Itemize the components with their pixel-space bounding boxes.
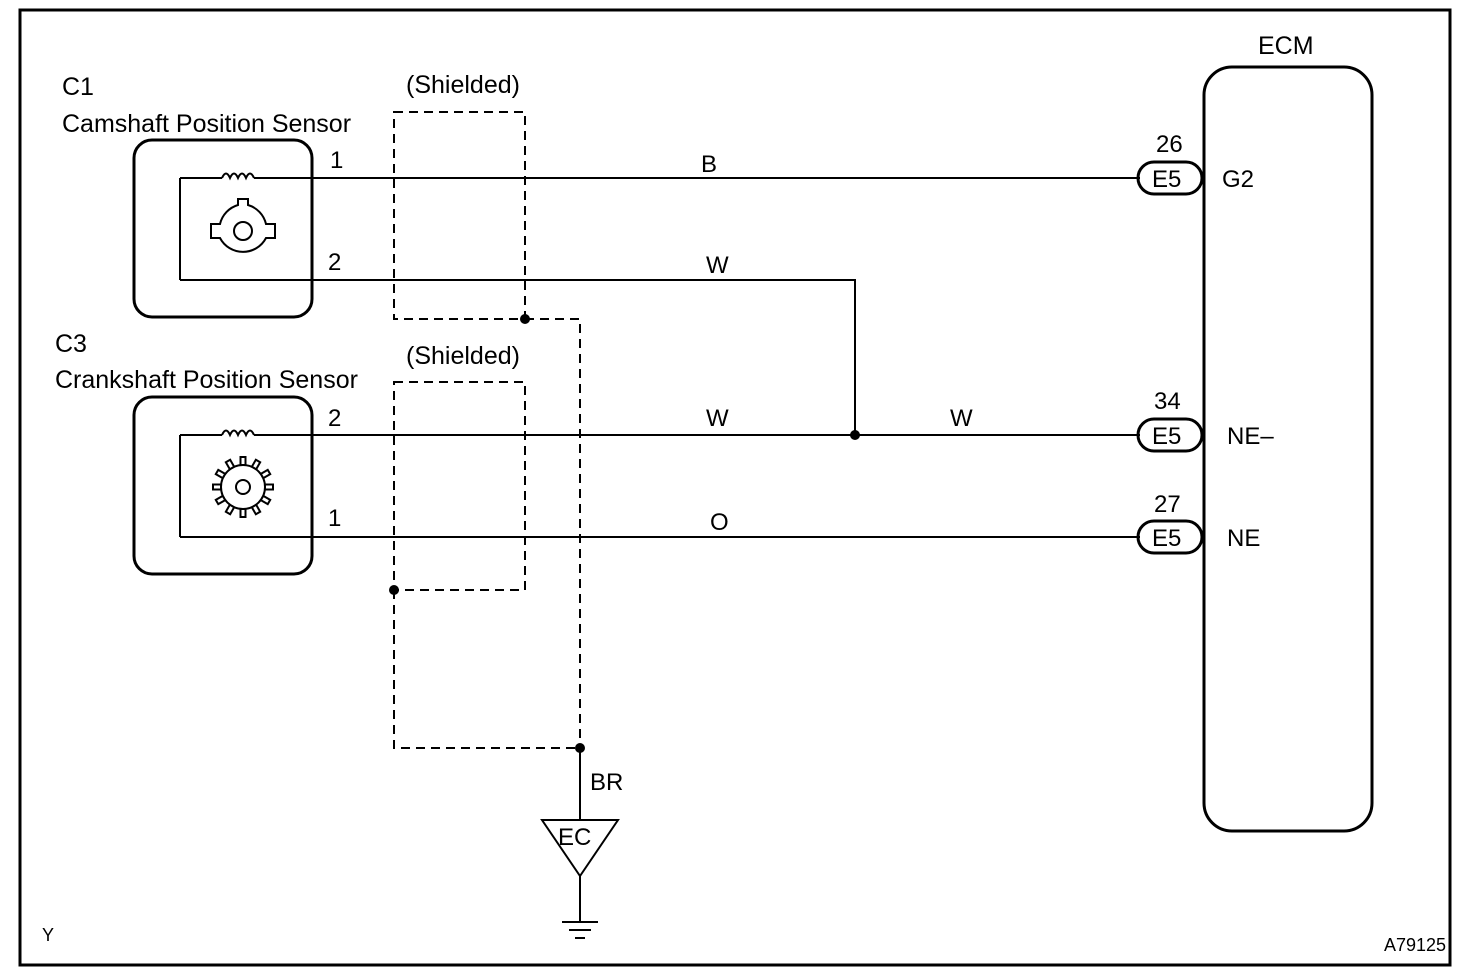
cam-rotor-icon — [210, 198, 276, 253]
rotor-tooth — [259, 468, 272, 480]
crank-timing-rotor-icon — [212, 456, 274, 518]
rotor-tooth — [239, 508, 247, 518]
wire-color-crank-signal: O — [710, 509, 729, 536]
crank-pin-1: 1 — [328, 505, 341, 532]
ground-point-label: EC — [558, 824, 591, 851]
cam-shield — [393, 111, 526, 320]
rotor-tooth — [212, 483, 222, 491]
connector-e5-badge — [1136, 519, 1204, 555]
corner-letter: Y — [42, 925, 54, 945]
cam-shield-label: (Shielded) — [406, 71, 520, 99]
wire-color-cam-signal: B — [701, 151, 717, 178]
terminal-signal-name: G2 — [1222, 166, 1254, 193]
rotor-tooth — [214, 468, 227, 480]
terminal-pin-number: 27 — [1154, 491, 1181, 518]
terminal-connector: E5 — [1152, 166, 1181, 193]
ground-point-triangle — [540, 819, 620, 878]
wire-color-ground: BR — [590, 769, 623, 796]
cam-sensor-name: Camshaft Position Sensor — [62, 110, 351, 138]
ecm-terminal: 27 E5 NE — [1136, 491, 1260, 555]
crank-sensor-name: Crankshaft Position Sensor — [55, 366, 358, 394]
cam-shield-junction — [520, 314, 530, 324]
wire-color-crank-return: W — [706, 405, 729, 432]
rotor-tooth — [239, 456, 247, 466]
crank-shield — [393, 381, 526, 591]
terminal-signal-name: NE — [1227, 525, 1260, 552]
figure-code: A79125 — [1384, 935, 1446, 955]
rotor-tooth — [214, 494, 227, 506]
crank-pin-2: 2 — [328, 405, 341, 432]
rotor-tooth — [224, 458, 236, 471]
ecm-box — [1202, 65, 1374, 833]
ne-minus-junction — [850, 430, 860, 440]
crank-shield-drain — [393, 590, 580, 749]
ecm-terminal: 34 E5 NE– — [1136, 388, 1274, 453]
terminal-connector: E5 — [1152, 423, 1181, 450]
terminal-pin-number: 26 — [1156, 131, 1183, 158]
rotor-tooth — [259, 494, 272, 506]
cam-shield-drain — [525, 318, 581, 748]
wire-cam-return — [180, 279, 856, 435]
diagram-frame — [18, 8, 1452, 967]
connector-e5-badge — [1136, 160, 1204, 196]
crank-sensor-box — [132, 395, 314, 576]
ground-icon — [562, 876, 598, 939]
terminal-pin-number: 34 — [1154, 388, 1181, 415]
cam-coil-icon — [179, 172, 268, 280]
rotor-tooth — [264, 483, 274, 491]
cam-sensor-box — [132, 138, 314, 319]
crank-shield-junction — [389, 585, 399, 595]
ecm-title: ECM — [1258, 32, 1314, 60]
wire-color-cam-return: W — [706, 252, 729, 279]
rotor-tooth — [224, 503, 236, 516]
connector-e5-badge — [1136, 417, 1204, 453]
ecm-terminal: 26 E5 G2 — [1136, 131, 1254, 196]
cam-sensor-code: C1 — [62, 73, 94, 101]
terminal-connector: E5 — [1152, 525, 1181, 552]
wire-color-ne-minus: W — [950, 405, 973, 432]
crank-coil-icon — [179, 429, 268, 537]
crank-sensor-code: C3 — [55, 330, 87, 358]
crank-shield-label: (Shielded) — [406, 342, 520, 370]
terminal-signal-name: NE– — [1227, 423, 1274, 450]
cam-pin-2: 2 — [328, 249, 341, 276]
cam-pin-1: 1 — [330, 147, 343, 174]
rotor-tooth — [250, 458, 262, 471]
rotor-tooth — [250, 503, 262, 516]
